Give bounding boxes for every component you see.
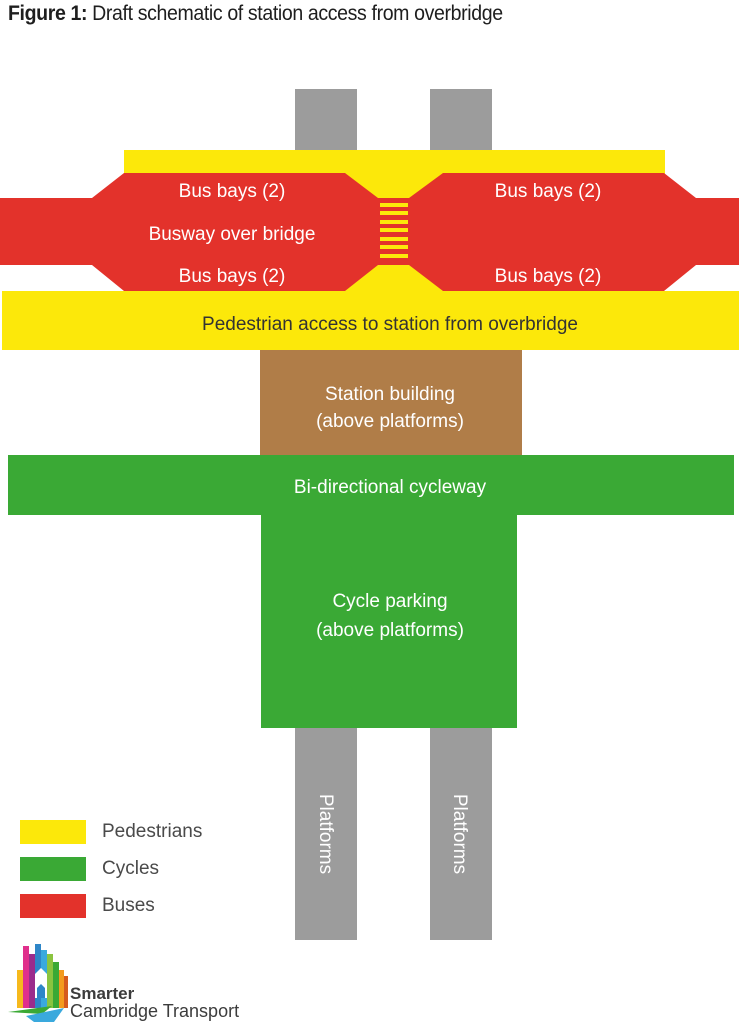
logo-icon [8,944,68,1022]
busway-right [409,173,739,291]
platform-top-left [295,89,357,151]
cycle-parking [261,514,517,728]
label-station-building-2: (above platforms) [316,411,464,432]
legend-label: Cycles [102,857,160,879]
label-cycleway: Bi-directional cycleway [294,477,487,498]
legend-swatch-pedestrians [20,819,86,844]
label-bus-bays-top-right: Bus bays (2) [495,181,602,202]
legend-item-buses: Buses [20,887,202,924]
figure-number: Figure 1: [8,2,88,25]
legend-item-pedestrians: Pedestrians [20,813,202,850]
legend-label: Pedestrians [102,820,203,842]
busway-left [0,173,378,291]
figure-caption: Draft schematic of station access from o… [92,2,503,25]
pedestrian-access-bar [2,291,739,350]
legend-item-cycles: Cycles [20,850,202,887]
label-bus-bays-bottom-right: Bus bays (2) [495,266,602,287]
figure-title: Figure 1: Draft schematic of station acc… [8,2,503,26]
legend-swatch-cycles [20,856,86,881]
logo-text-line2: Cambridge Transport [70,1001,240,1021]
platform-bottom-right [430,728,492,940]
label-busway: Busway over bridge [149,224,316,245]
platform-bottom-left [295,728,357,940]
logo-text-line1: Smarter [70,984,135,1003]
station-building [260,350,522,456]
label-platform-left: Platforms [315,794,336,874]
legend: Pedestrians Cycles Buses [20,813,202,924]
legend-label: Buses [102,894,155,916]
pedestrian-crossing [378,198,409,265]
label-platform-right: Platforms [449,794,470,874]
label-bus-bays-top-left: Bus bays (2) [179,181,286,202]
pedestrian-bar-top [124,150,665,174]
cycleway-bar [8,455,734,515]
label-station-building-1: Station building [325,384,455,405]
label-cycle-parking-1: Cycle parking [332,591,447,612]
smarter-cambridge-transport-logo: Smarter Cambridge Transport [8,940,268,1024]
label-pedestrian-access: Pedestrian access to station from overbr… [202,314,578,335]
label-cycle-parking-2: (above platforms) [316,620,464,641]
platform-top-right [430,89,492,151]
legend-swatch-buses [20,893,86,918]
label-bus-bays-bottom-left: Bus bays (2) [179,266,286,287]
